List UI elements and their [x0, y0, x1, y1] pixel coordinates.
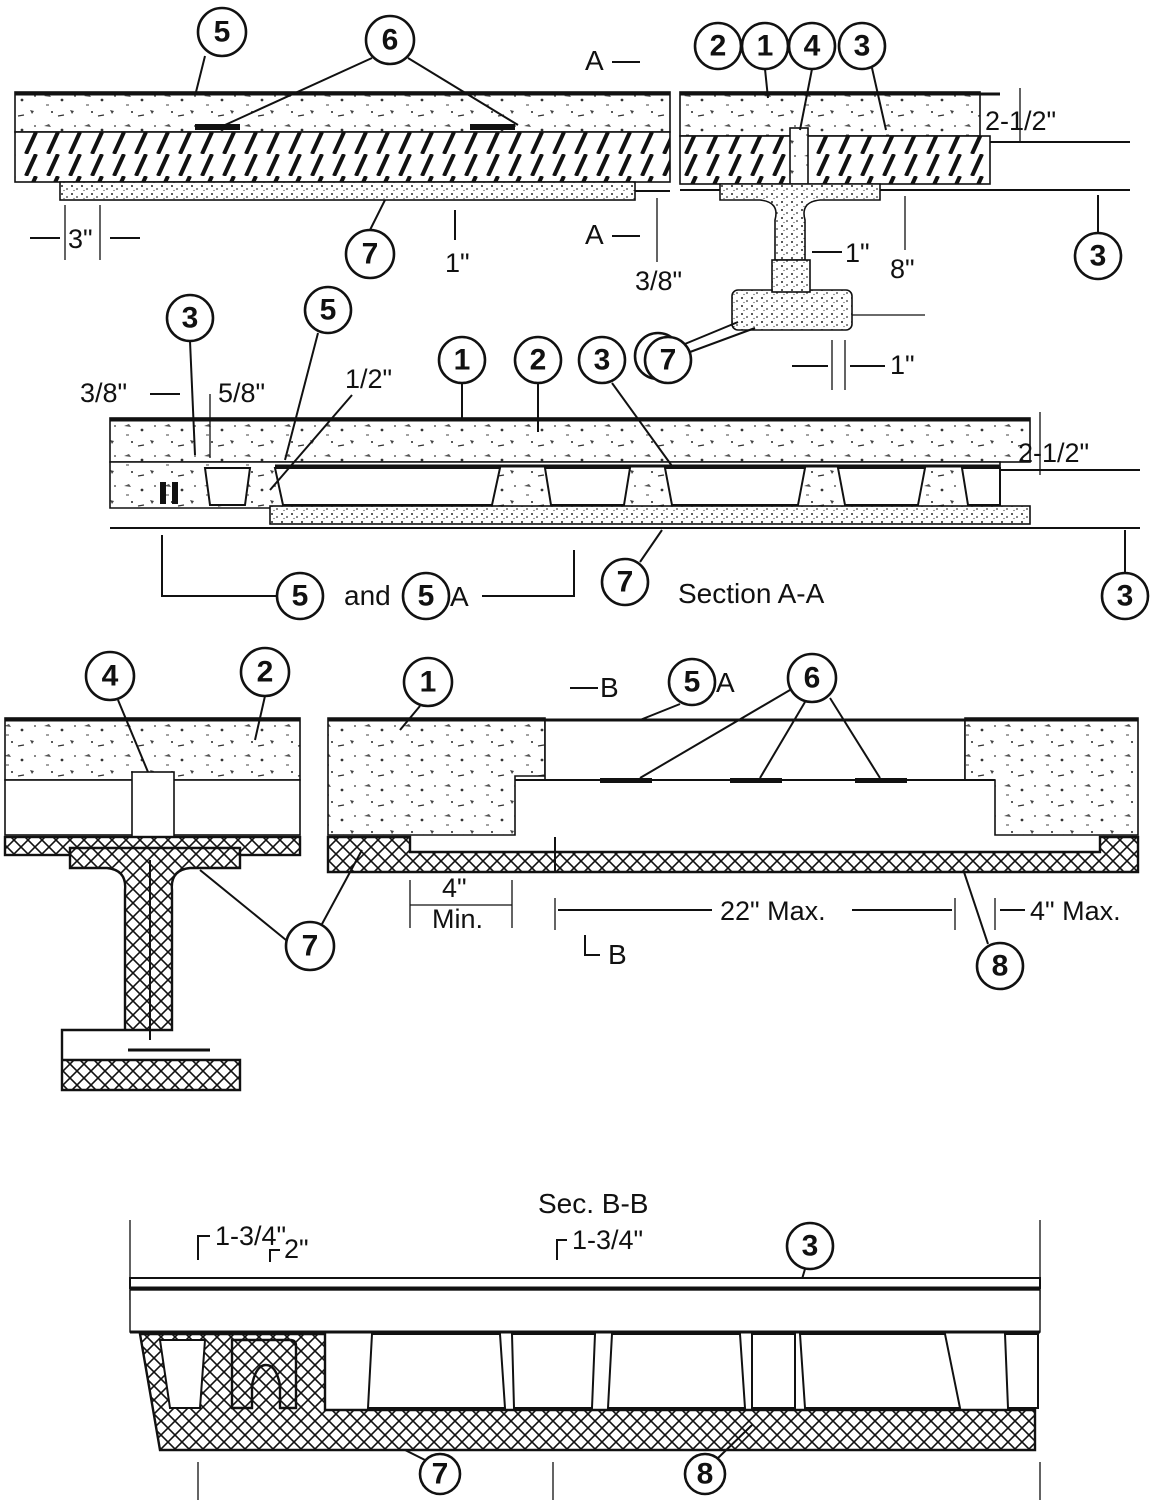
dim-plaster: 1": [445, 248, 470, 278]
dim-min-value: 4": [442, 873, 467, 903]
callout-label: 3: [802, 1230, 819, 1263]
dim-min-label: Min.: [432, 904, 483, 934]
callout-label: 3: [1090, 240, 1107, 273]
callout-1: [402, 656, 454, 708]
callout-8: [975, 941, 1025, 991]
callout-4: [84, 650, 136, 702]
dim-3-8: 3/8": [80, 378, 127, 408]
plaster-soffit: [269, 505, 1031, 525]
topping-slab: [109, 417, 1031, 463]
callout-suffix: A: [716, 667, 735, 698]
callout-label: 3: [1117, 580, 1134, 613]
section-title: Sec. B-B: [538, 1188, 648, 1219]
and-label: and: [344, 580, 391, 611]
dim-1-2: 1/2": [345, 364, 392, 394]
reinforcing-bar: [195, 124, 240, 130]
callout-7: [643, 335, 693, 385]
solid-concrete-zone: [327, 717, 546, 836]
dim-slab-depth: 2-1/2": [1018, 438, 1089, 468]
callout-label: 4: [102, 660, 119, 693]
upper-left-detail: 5 6 7 3" 1" 3/8" A A: [14, 6, 682, 296]
section-b-b: Sec. B-B 1-3/4" 2" 1-3/4" 3 7 8: [129, 1188, 1041, 1500]
callout-suffix: A: [450, 581, 469, 612]
callout-7: [418, 1452, 462, 1496]
section-mark-a: A: [585, 45, 604, 76]
dim-depth: 8": [890, 254, 915, 284]
upper-right-detail: 2 1 4 3 2-1/2" 3 8" 1" 1" 7: [633, 21, 1130, 390]
callout-7: [600, 557, 650, 607]
callout-label: 7: [302, 930, 319, 963]
solid-concrete-zone: [964, 717, 1139, 836]
callout-5: [196, 6, 248, 58]
steel-joist-web: [789, 127, 809, 185]
topping-slab: [679, 91, 981, 137]
callout-label: 5: [684, 666, 701, 699]
section-mark-a: A: [585, 219, 604, 250]
dim-gap: 3/8": [635, 266, 682, 296]
callout-label: 4: [804, 30, 821, 63]
middle-detail: 4 2 1 B 5 A 6 7 4" Min. 22" Max.: [3, 646, 1140, 1092]
dim-1-3-4: 1-3/4": [215, 1221, 286, 1251]
section-a-a: 3 5 1 2 3 7 3/8" 5/8" 1/2" 2-1/2" 5 and …: [80, 285, 1150, 621]
topping-slab: [4, 717, 301, 781]
callout-label: 7: [362, 238, 379, 271]
callout-label: 6: [382, 24, 399, 57]
callout-label: 5: [320, 294, 337, 327]
dim-5-8: 5/8": [218, 378, 265, 408]
callout-3: [577, 335, 627, 385]
plaster-soffit: [59, 181, 636, 201]
callout-label: 8: [992, 950, 1009, 983]
dim-1-3-4b: 1-3/4": [572, 1225, 643, 1255]
callout-label: 5: [214, 16, 231, 49]
callout-5a: [667, 657, 717, 707]
callout-5: [303, 285, 353, 335]
callout-label: 7: [660, 344, 677, 377]
reinforcing-bar: [470, 124, 515, 130]
bottom-fireproofing-slab: [138, 1332, 1037, 1452]
topping-slab: [14, 91, 671, 133]
joist-top: [131, 771, 175, 838]
callout-7: [284, 920, 336, 972]
callout-label: 2: [530, 344, 547, 377]
callout-label: 2: [710, 30, 727, 63]
callout-label: 3: [182, 302, 199, 335]
callout-label: 1: [420, 666, 437, 699]
callout-3: [837, 21, 887, 71]
dim-flange: 1": [890, 350, 915, 380]
dim-edge: 4" Max.: [1030, 896, 1121, 926]
dim-span: 22" Max.: [720, 896, 826, 926]
callout-label: 7: [617, 566, 634, 599]
dim-2: 2": [284, 1234, 309, 1264]
dim-web: 1": [845, 238, 870, 268]
tile-filler-course: [14, 131, 671, 183]
tile-filler-course: [679, 135, 991, 185]
callout-label: 3: [854, 30, 871, 63]
section-mark-b: B: [600, 672, 619, 703]
callout-label: 3: [594, 344, 611, 377]
callout-label: 5: [418, 580, 435, 613]
callout-label: 2: [257, 656, 274, 689]
callout-3: [785, 1221, 835, 1271]
callout-5a: [401, 571, 451, 621]
callout-6: [364, 14, 416, 66]
dim-slab-depth: 2-1/2": [985, 106, 1056, 136]
section-title: Section A-A: [678, 578, 825, 609]
callout-8: [683, 1452, 727, 1496]
callout-label: 7: [432, 1458, 449, 1491]
dim-spacing: 3": [68, 224, 93, 254]
callout-label: 1: [454, 344, 471, 377]
plaster-soffit: [326, 835, 1140, 874]
section-mark-b: B: [608, 939, 627, 970]
joist-bottom-flange: [731, 289, 853, 331]
callout-label: 1: [757, 30, 774, 63]
callout-label: 6: [804, 662, 821, 695]
callout-label: 5: [292, 580, 309, 613]
callout-label: 8: [697, 1458, 714, 1491]
callout-6: [786, 652, 838, 704]
